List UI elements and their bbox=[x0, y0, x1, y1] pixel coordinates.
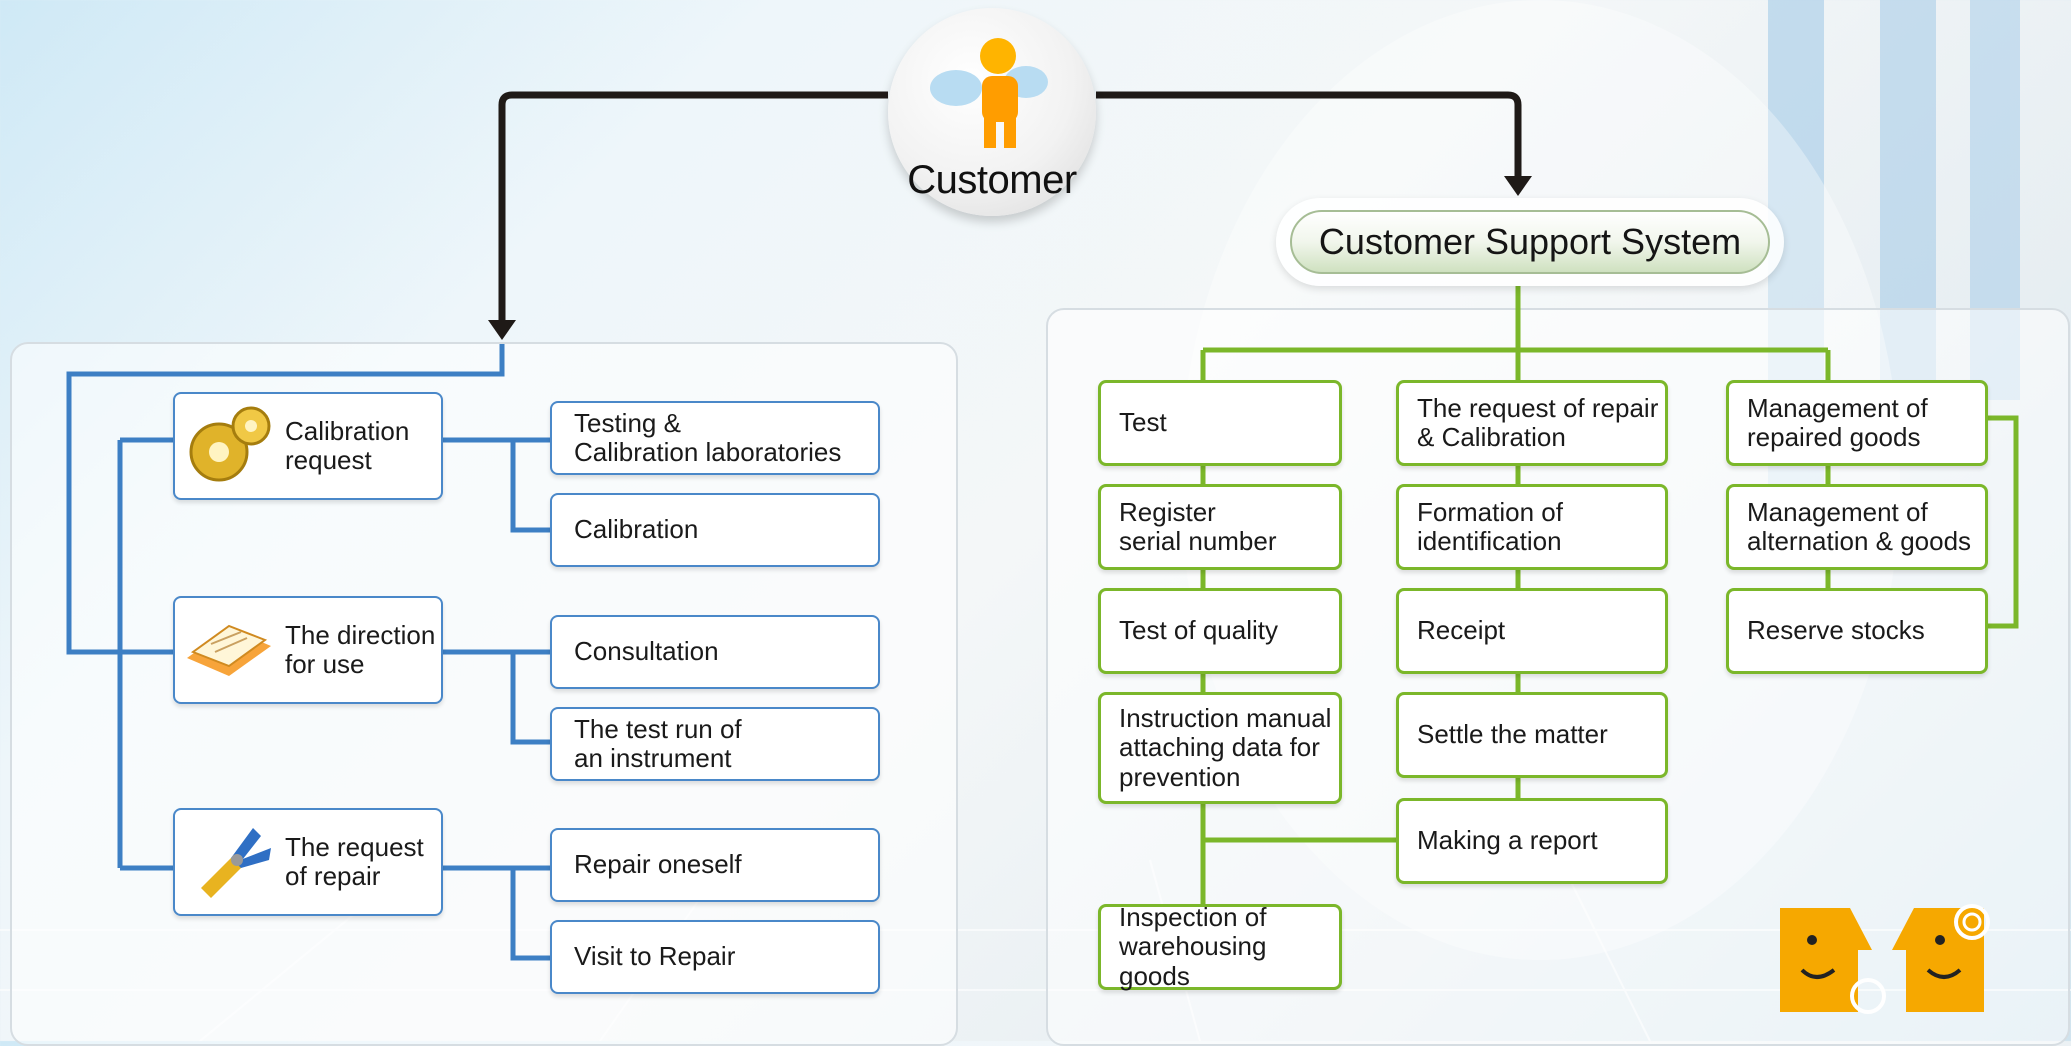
arrow-to-right-head bbox=[1504, 176, 1532, 196]
customer-node: Customer bbox=[888, 8, 1096, 216]
item-inspection-of-warehousing-goods[interactable]: Inspection of warehousing goods bbox=[1098, 903, 1342, 990]
category-direction-for-use[interactable]: The direction for use bbox=[173, 596, 443, 704]
item-management-of-alternation-goods[interactable]: Management of alternation & goods bbox=[1726, 484, 1988, 570]
item-consultation[interactable]: Consultation bbox=[550, 615, 880, 689]
customer-label: Customer bbox=[907, 158, 1077, 202]
arrow-to-left-head bbox=[488, 320, 516, 340]
item-formation-of-identification[interactable]: Formation of identification bbox=[1396, 484, 1668, 570]
item-request-of-repair-calibration[interactable]: The request of repair & Calibration bbox=[1396, 380, 1668, 466]
winged-person-icon bbox=[930, 38, 1048, 148]
arrow-to-left bbox=[498, 91, 888, 322]
item-reserve-stocks[interactable]: Reserve stocks bbox=[1726, 588, 1988, 674]
customer-support-system-node: Customer Support System bbox=[1276, 198, 1784, 286]
item-management-of-repaired-goods[interactable]: Management of repaired goods bbox=[1726, 380, 1988, 466]
category-calibration-request[interactable]: Calibration request bbox=[173, 392, 443, 500]
customer-support-system-title: Customer Support System bbox=[1290, 210, 1770, 274]
category-label: Calibration request bbox=[285, 415, 410, 475]
item-calibration[interactable]: Calibration bbox=[550, 493, 880, 567]
item-making-a-report[interactable]: Making a report bbox=[1396, 798, 1668, 884]
arrow-to-right bbox=[1096, 91, 1522, 178]
pliers-icon bbox=[201, 828, 271, 898]
category-request-of-repair[interactable]: The request of repair bbox=[173, 808, 443, 916]
item-testing-calibration-laboratories[interactable]: Testing & Calibration laboratories bbox=[550, 401, 880, 475]
item-test[interactable]: Test bbox=[1098, 380, 1342, 466]
smiling-faces-logo-icon bbox=[1780, 904, 1990, 1014]
item-test-of-quality[interactable]: Test of quality bbox=[1098, 588, 1342, 674]
gears-icon bbox=[189, 406, 271, 482]
item-visit-to-repair[interactable]: Visit to Repair bbox=[550, 920, 880, 994]
item-register-serial-number[interactable]: Register serial number bbox=[1098, 484, 1342, 570]
item-test-run-of-instrument[interactable]: The test run of an instrument bbox=[550, 707, 880, 781]
category-label: The request of repair bbox=[285, 831, 424, 891]
item-receipt[interactable]: Receipt bbox=[1396, 588, 1668, 674]
manual-book-icon bbox=[187, 624, 271, 676]
category-label: The direction for use bbox=[285, 619, 436, 679]
item-instruction-manual[interactable]: Instruction manual attaching data for pr… bbox=[1098, 692, 1342, 804]
item-repair-oneself[interactable]: Repair oneself bbox=[550, 828, 880, 902]
item-settle-the-matter[interactable]: Settle the matter bbox=[1396, 692, 1668, 778]
